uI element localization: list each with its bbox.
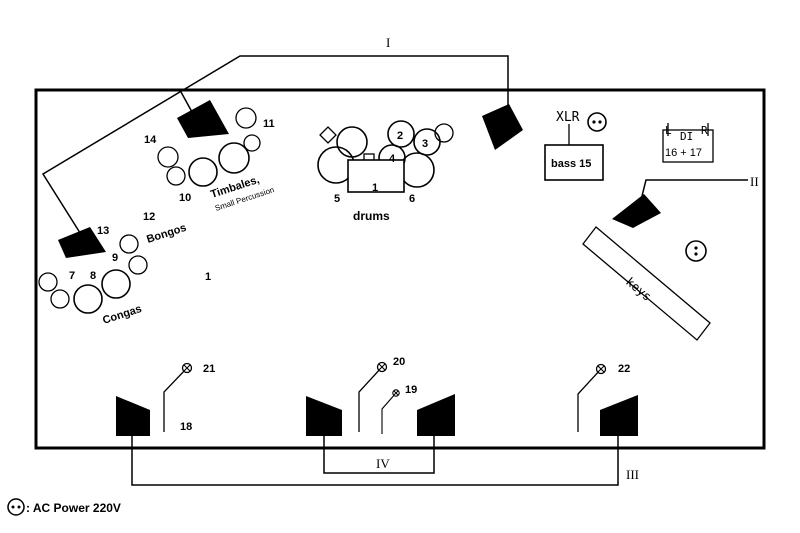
- perc-drum-a: [243, 134, 261, 152]
- perc-drum-c: [166, 166, 186, 186]
- mic-stand-20: [358, 366, 383, 432]
- congas-label: Congas: [101, 303, 143, 327]
- power-outlet-bass: [587, 112, 607, 132]
- di-l: L: [665, 124, 672, 137]
- power-outlet-bass-pin-l: [592, 120, 596, 124]
- drum-5: 5: [334, 193, 340, 205]
- mix-ii-cable: [641, 179, 748, 197]
- drum-floor-tom-right: [399, 152, 435, 188]
- perc-13: 13: [97, 225, 109, 237]
- perc-7: 7: [69, 270, 75, 282]
- conga-b: [50, 289, 70, 309]
- perc-11: 11: [263, 118, 275, 130]
- mic-stand-22: [577, 368, 602, 432]
- mix-i-cable: [41, 55, 509, 237]
- drum-3: 3: [422, 138, 428, 150]
- wedge-mix-i-left: [177, 100, 229, 138]
- power-outlet-bass-pin-r: [598, 120, 602, 124]
- perc-10: 10: [179, 192, 191, 204]
- wedge-front-2: [306, 396, 342, 436]
- drum-cymbal-left: [336, 126, 368, 158]
- drum-cymbal-small: [434, 123, 454, 143]
- conga-a: [38, 272, 58, 292]
- di-channels: 16 + 17: [665, 147, 702, 159]
- power-outlet-keys-pin-b: [694, 252, 698, 256]
- mix-i-label: I: [386, 35, 390, 50]
- position-18: 18: [180, 421, 192, 433]
- timbale-right: [218, 142, 250, 174]
- wedge-congas: [58, 227, 106, 258]
- bongo-top: [119, 234, 139, 254]
- drum-4: 4: [389, 153, 396, 165]
- mix-i-branch: [180, 91, 193, 113]
- bass-label: bass 15: [551, 158, 591, 170]
- power-outlet-keys-pin-t: [694, 246, 698, 250]
- mic-21-label: 21: [203, 363, 215, 375]
- mix-iv-cable: [323, 436, 435, 474]
- mic-20-cross: [378, 363, 386, 371]
- mic-21-cross: [183, 364, 191, 372]
- mic-22-label: 22: [618, 363, 630, 375]
- legend-power-icon: [7, 498, 25, 516]
- wedge-front-1: [116, 396, 150, 436]
- drum-bass-drum: [347, 159, 405, 193]
- mix-iii-label: III: [626, 467, 639, 482]
- perc-14: 14: [144, 134, 157, 146]
- perc-8: 8: [90, 270, 96, 282]
- drum-cymbal-right: [413, 128, 441, 156]
- di-label: DI: [680, 130, 693, 143]
- wedge-front-3: [417, 394, 455, 436]
- wedge-front-4: [600, 395, 638, 436]
- bass-xlr-label: XLR: [556, 110, 580, 125]
- drums-label: drums: [353, 209, 390, 223]
- drum-1: 1: [372, 182, 378, 194]
- mic-19-label: 19: [405, 384, 417, 396]
- mic-19-cross: [393, 390, 399, 396]
- mic-22-cross: [597, 365, 605, 373]
- di-r: R: [701, 124, 708, 137]
- bass-amp: [544, 144, 604, 181]
- di-box: [662, 129, 714, 163]
- perc-drum-b: [157, 146, 179, 168]
- wedge-mix-i-right: [482, 104, 523, 150]
- mic-stand-21: [163, 367, 188, 432]
- conga-c: [73, 284, 103, 314]
- timbale-left: [188, 157, 218, 187]
- drum-hihat: [387, 120, 415, 148]
- mix-ii-label: II: [750, 174, 759, 189]
- conga-d: [101, 269, 131, 299]
- legend-power-pin-l: [11, 505, 15, 509]
- stage-outline: [34, 88, 766, 450]
- perc-12: 12: [143, 211, 155, 223]
- keyboard: [582, 226, 711, 341]
- bongos-label: Bongos: [145, 222, 188, 246]
- perc-drum-11: [235, 107, 257, 129]
- mic-stand-19: [381, 392, 397, 434]
- power-outlet-keys: [685, 240, 707, 262]
- mix-iii-cable: [131, 436, 619, 486]
- drum-cowbell: [319, 126, 337, 144]
- drum-6: 6: [409, 193, 415, 205]
- legend-power-pin-r: [17, 505, 21, 509]
- mix-iv-label: IV: [376, 456, 390, 471]
- mic-20-label: 20: [393, 356, 405, 368]
- wedge-mix-ii: [612, 194, 661, 228]
- bongo-bottom: [128, 255, 148, 275]
- perc-1: 1: [205, 271, 211, 283]
- perc-9: 9: [112, 252, 118, 264]
- legend-text: : AC Power 220V: [26, 501, 121, 515]
- drum-2: 2: [397, 130, 403, 142]
